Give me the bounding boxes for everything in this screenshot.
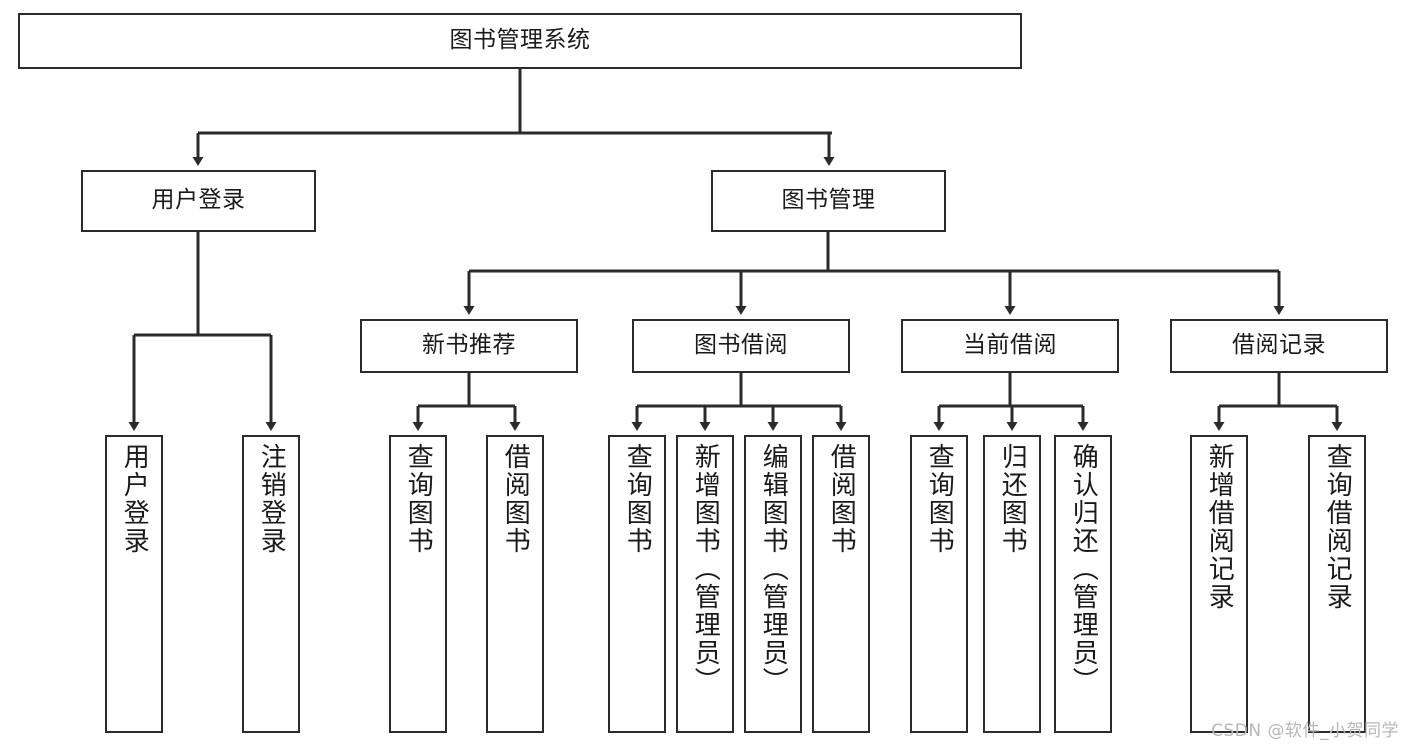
node-root[interactable]: 图书管理系统 [18, 13, 1022, 69]
node-leaf-return-book-label: 归还图书 [997, 443, 1028, 555]
node-book-borrow[interactable]: 图书借阅 [632, 319, 850, 373]
node-leaf-return-book[interactable]: 归还图书 [983, 435, 1041, 733]
node-user-login[interactable]: 用户登录 [81, 170, 316, 232]
node-book-manage[interactable]: 图书管理 [711, 170, 946, 232]
node-leaf-add-borrow-record[interactable]: 新增借阅记录 [1190, 435, 1248, 733]
node-leaf-edit-book-label: 编辑图书（管理员） [758, 443, 789, 695]
node-user-login-label: 用户登录 [151, 187, 246, 214]
node-borrow-record[interactable]: 借阅记录 [1170, 319, 1388, 373]
node-leaf-confirm-return[interactable]: 确认归还（管理员） [1054, 435, 1112, 733]
node-leaf-edit-book[interactable]: 编辑图书（管理员） [744, 435, 802, 733]
node-root-label: 图书管理系统 [449, 27, 591, 54]
node-leaf-query-book-1[interactable]: 查询图书 [389, 435, 447, 733]
node-new-book-recommend[interactable]: 新书推荐 [360, 319, 578, 373]
node-leaf-query-book-3[interactable]: 查询图书 [910, 435, 968, 733]
node-leaf-user-logout[interactable]: 注销登录 [242, 435, 300, 733]
node-leaf-query-book-2[interactable]: 查询图书 [608, 435, 666, 733]
node-current-borrow[interactable]: 当前借阅 [901, 319, 1119, 373]
node-leaf-borrow-book-1[interactable]: 借阅图书 [486, 435, 544, 733]
node-leaf-borrow-book-2-label: 借阅图书 [826, 443, 857, 555]
node-leaf-query-book-2-label: 查询图书 [622, 443, 653, 555]
node-new-book-recommend-label: 新书推荐 [422, 332, 516, 359]
node-leaf-borrow-book-1-label: 借阅图书 [500, 443, 531, 555]
node-leaf-user-login[interactable]: 用户登录 [105, 435, 163, 733]
node-leaf-confirm-return-label: 确认归还（管理员） [1068, 443, 1099, 695]
node-leaf-add-book[interactable]: 新增图书（管理员） [676, 435, 734, 733]
node-leaf-user-logout-label: 注销登录 [256, 443, 287, 555]
node-book-manage-label: 图书管理 [781, 187, 876, 214]
node-book-borrow-label: 图书借阅 [694, 332, 788, 359]
node-current-borrow-label: 当前借阅 [963, 332, 1057, 359]
node-leaf-query-borrow-record[interactable]: 查询借阅记录 [1308, 435, 1366, 733]
node-leaf-add-borrow-record-label: 新增借阅记录 [1204, 443, 1235, 611]
node-borrow-record-label: 借阅记录 [1232, 332, 1326, 359]
watermark: CSDN @软件_小贺同学 [1211, 721, 1399, 741]
node-leaf-add-book-label: 新增图书（管理员） [690, 443, 721, 695]
node-leaf-query-book-3-label: 查询图书 [924, 443, 955, 555]
node-leaf-query-borrow-record-label: 查询借阅记录 [1322, 443, 1353, 611]
node-leaf-user-login-label: 用户登录 [119, 443, 150, 555]
node-leaf-query-book-1-label: 查询图书 [403, 443, 434, 555]
node-leaf-borrow-book-2[interactable]: 借阅图书 [812, 435, 870, 733]
